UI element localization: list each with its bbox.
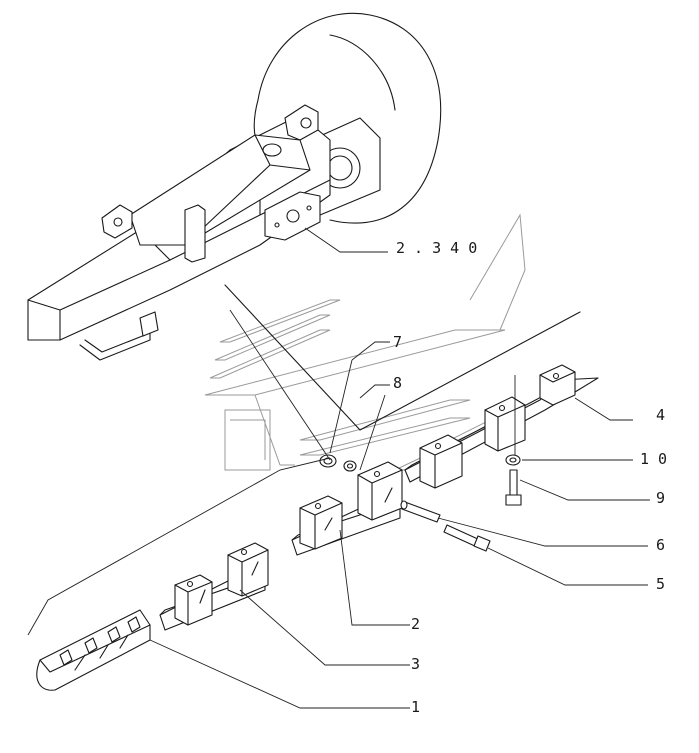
callout-2340: 2 . 3 4 0 [396,239,477,257]
bolt-part-9 [505,469,522,506]
leader-9 [519,479,650,501]
callout-5: 5 [656,575,665,593]
callout-labels: 2 . 3 4 0 7 8 4 1 0 9 6 5 2 3 1 [393,239,667,716]
track-guard-segment-1 [36,609,151,691]
callout-2: 2 [411,615,420,633]
track-guard-segment-4 [404,364,599,489]
pin-part-6 [400,500,441,523]
leader-1 [149,639,410,709]
callout-9: 9 [656,489,665,507]
track-guard-segment-2 [291,461,403,556]
leader-6 [437,517,648,547]
callout-10: 1 0 [640,450,667,468]
callout-7: 7 [393,333,402,351]
leader-5 [487,547,648,586]
callout-3: 3 [411,655,420,673]
bolt-part-5 [443,524,491,552]
track-frame-assembly [27,12,442,361]
track-guard-segment-3 [159,542,269,631]
bushing-part-7 [319,454,337,468]
leader-8 [359,384,390,399]
leader-7 [351,341,390,361]
leader-2 [339,529,410,626]
callout-4: 4 [656,406,665,424]
callout-8: 8 [393,374,402,392]
callout-1: 1 [411,698,420,716]
washer-part-8 [343,460,357,472]
nut-part-10 [505,454,521,466]
assembly-guide-lines [27,284,581,636]
leader-3 [239,589,410,666]
callout-6: 6 [656,536,665,554]
callout-leader-lines [149,227,650,709]
leader-4 [574,397,633,421]
leader-2340 [304,227,388,253]
